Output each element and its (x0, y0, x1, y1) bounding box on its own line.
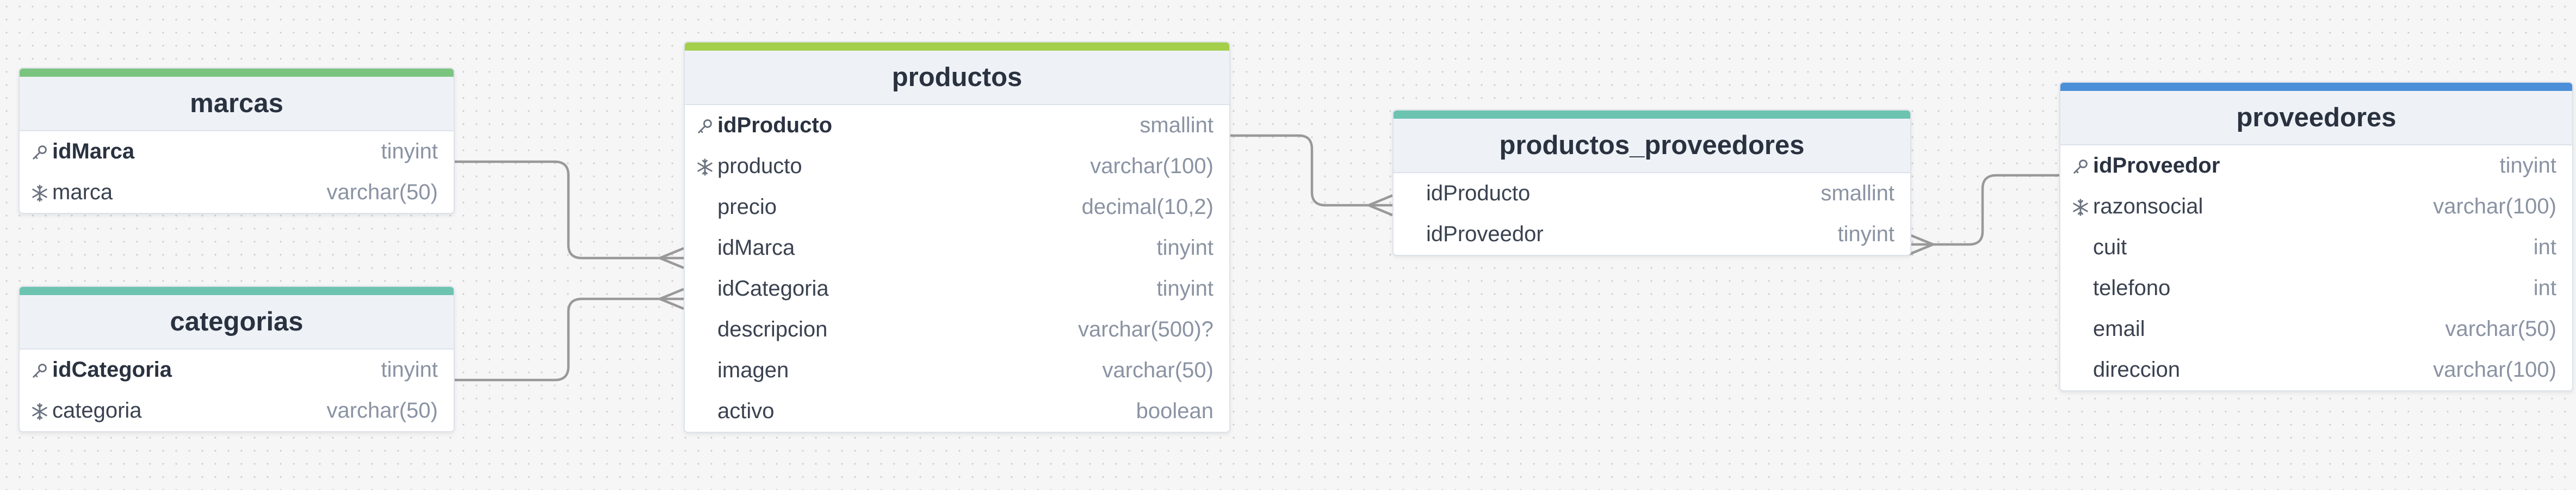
field-list: idMarca tinyint marca varchar(50) (20, 131, 454, 213)
relation-proveedores-productos-proveedores[interactable] (1909, 174, 2059, 246)
field-row-idproducto[interactable]: idProducto smallint (685, 105, 1229, 146)
field-row-idcategoria[interactable]: idCategoria tinyint (685, 268, 1229, 309)
field-row-direccion[interactable]: direccion varchar(100) (2060, 350, 2572, 390)
field-list: idCategoria tinyint categoria varchar(50) (20, 350, 454, 431)
table-categorias[interactable]: categorias idCategoria tinyint categoria va… (18, 286, 455, 432)
table-proveedores[interactable]: proveedores idProveedor tinyint razonsocia… (2059, 82, 2573, 391)
crowfoot-categorias-productos (657, 287, 684, 310)
field-type: varchar(50) (2445, 317, 2556, 341)
field-row-idproveedor[interactable]: idProveedor tinyint (2060, 145, 2572, 186)
field-row-idproveedor[interactable]: idProveedor tinyint (1394, 214, 1910, 255)
relation-productos-productos-proveedores[interactable] (1228, 134, 1392, 207)
field-row-idcategoria[interactable]: idCategoria tinyint (20, 350, 454, 390)
field-row-descripcion[interactable]: descripcion varchar(500)? (685, 309, 1229, 350)
crowfoot-proveedores-productos-proveedores (1909, 233, 1936, 256)
field-type: varchar(100) (2433, 358, 2556, 382)
field-type: int (2533, 235, 2556, 259)
field-type: boolean (1136, 399, 1213, 423)
key-icon (30, 361, 49, 379)
key-icon (2071, 157, 2090, 175)
field-type: varchar(50) (326, 180, 438, 204)
field-row-cuit[interactable]: cuit int (2060, 227, 2572, 268)
unique-icon (30, 183, 49, 202)
field-name: marca (52, 180, 113, 204)
field-name: imagen (717, 358, 789, 382)
field-type: tinyint (2499, 154, 2557, 177)
table-title: productos_proveedores (1394, 119, 1910, 173)
field-name: idCategoria (717, 277, 829, 301)
field-name: precio (717, 195, 777, 219)
key-icon (696, 117, 714, 135)
table-title: proveedores (2060, 91, 2572, 145)
field-type: tinyint (381, 139, 438, 163)
field-name: idMarca (717, 236, 795, 260)
field-type: decimal(10,2) (1081, 195, 1213, 219)
table-accent-bar (1394, 111, 1910, 119)
field-name: razonsocial (2093, 194, 2203, 218)
field-list: idProveedor tinyint razonsocial varchar(100… (2060, 145, 2572, 390)
field-row-idmarca[interactable]: idMarca tinyint (685, 228, 1229, 268)
crowfoot-productos-productos-proveedores (1365, 194, 1393, 217)
table-accent-bar (685, 42, 1229, 51)
field-type: tinyint (1837, 222, 1895, 246)
table-productos-proveedores[interactable]: productos_proveedores idProducto smallint… (1392, 109, 1911, 256)
field-row-idproducto[interactable]: idProducto smallint (1394, 173, 1910, 214)
field-type: varchar(500)? (1078, 317, 1213, 341)
relation-categorias-productos[interactable] (453, 297, 684, 382)
table-title: productos (685, 51, 1229, 105)
field-row-producto[interactable]: producto varchar(100) (685, 146, 1229, 187)
field-name: idProducto (1426, 181, 1531, 205)
field-row-imagen[interactable]: imagen varchar(50) (685, 350, 1229, 391)
field-name: producto (717, 154, 802, 178)
field-name: idProveedor (1426, 222, 1544, 246)
table-marcas[interactable]: marcas idMarca tinyint marca varchar(50) (18, 68, 455, 214)
field-type: varchar(100) (2433, 194, 2556, 218)
table-accent-bar (20, 287, 454, 295)
field-name: categoria (52, 399, 142, 422)
field-row-telefono[interactable]: telefono int (2060, 268, 2572, 309)
field-row-razonsocial[interactable]: razonsocial varchar(100) (2060, 186, 2572, 227)
field-row-precio[interactable]: precio decimal(10,2) (685, 187, 1229, 228)
field-type: varchar(50) (1102, 358, 1213, 382)
field-list: idProducto smallint idProveedor tinyint (1394, 173, 1910, 255)
unique-icon (30, 402, 49, 420)
field-row-idmarca[interactable]: idMarca tinyint (20, 131, 454, 172)
field-row-categoria[interactable]: categoria varchar(50) (20, 390, 454, 431)
table-productos[interactable]: productos idProducto smallint producto varc… (684, 41, 1230, 433)
table-title: marcas (20, 77, 454, 131)
field-name: idMarca (52, 139, 135, 163)
field-name: idProveedor (2093, 154, 2220, 177)
field-name: activo (717, 399, 775, 423)
field-name: idProducto (717, 113, 833, 137)
relation-marcas-productos[interactable] (453, 160, 684, 260)
field-type: smallint (1140, 113, 1213, 137)
field-name: email (2093, 317, 2145, 341)
table-accent-bar (2060, 83, 2572, 91)
field-type: tinyint (1156, 236, 1214, 260)
key-icon (30, 143, 49, 161)
field-type: tinyint (381, 358, 438, 382)
field-type: tinyint (1156, 277, 1214, 301)
field-name: telefono (2093, 276, 2171, 300)
field-row-activo[interactable]: activo boolean (685, 391, 1229, 432)
field-type: varchar(50) (326, 399, 438, 422)
field-name: descripcion (717, 317, 828, 341)
field-name: direccion (2093, 358, 2181, 382)
field-row-email[interactable]: email varchar(50) (2060, 309, 2572, 350)
crowfoot-marcas-productos (657, 247, 684, 270)
field-type: smallint (1820, 181, 1894, 205)
table-title: categorias (20, 295, 454, 350)
field-type: int (2533, 276, 2556, 300)
field-name: cuit (2093, 235, 2127, 259)
table-accent-bar (20, 69, 454, 77)
unique-icon (696, 157, 714, 176)
field-row-marca[interactable]: marca varchar(50) (20, 172, 454, 213)
unique-icon (2071, 198, 2090, 216)
field-type: varchar(100) (1090, 154, 1213, 178)
field-name: idCategoria (52, 358, 172, 382)
